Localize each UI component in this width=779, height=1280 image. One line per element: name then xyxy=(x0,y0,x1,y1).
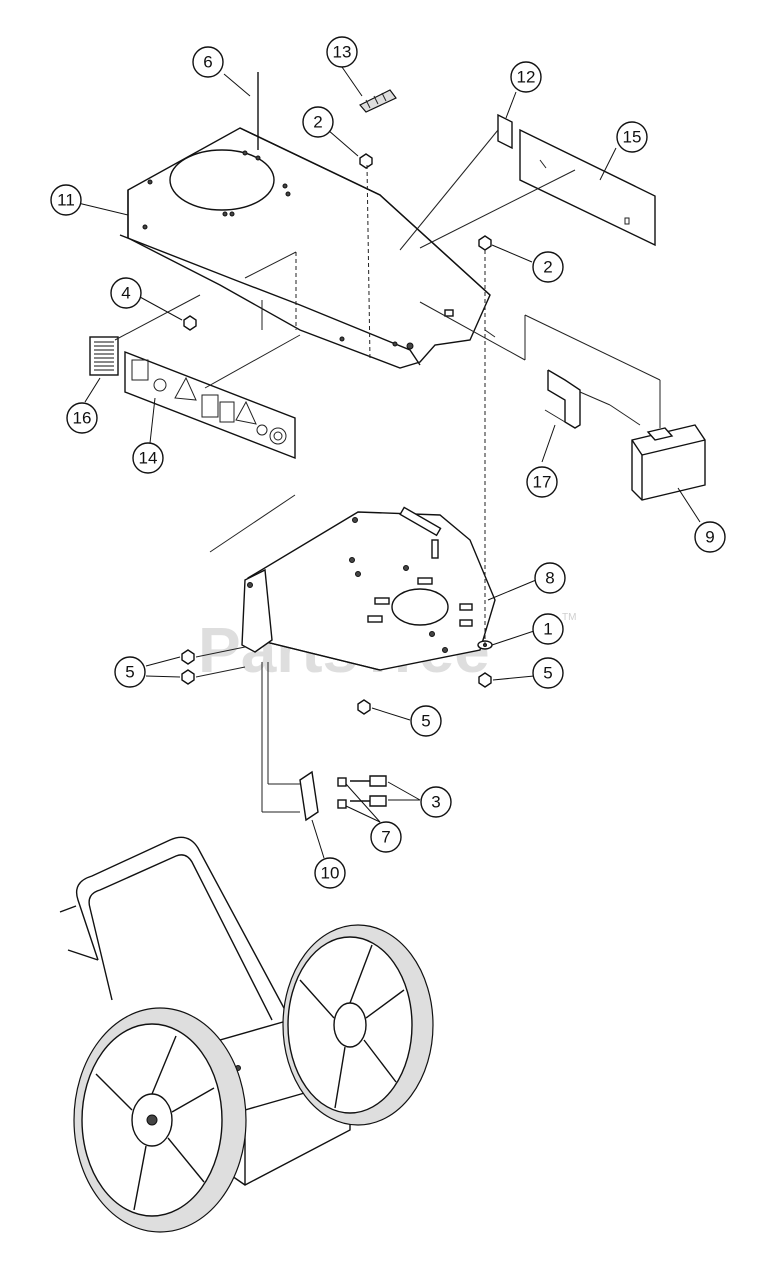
part-12-plate xyxy=(497,113,513,150)
callout-10: 10 xyxy=(314,857,346,889)
callout-1: 1 xyxy=(532,613,564,645)
part-2-nut-upper xyxy=(359,153,373,169)
part-9-box xyxy=(631,424,706,501)
callout-16: 16 xyxy=(66,402,98,434)
callout-4: 4 xyxy=(110,277,142,309)
part-5-nut-center xyxy=(357,699,371,715)
callout-3-label: 3 xyxy=(431,793,440,812)
callout-14-label: 14 xyxy=(139,449,158,468)
callout-16-label: 16 xyxy=(73,409,92,428)
callout-5-right-label: 5 xyxy=(543,664,552,683)
callout-15: 15 xyxy=(616,121,648,153)
callout-5-left-label: 5 xyxy=(125,663,134,682)
callout-5-left: 5 xyxy=(114,656,146,688)
part-4-screw xyxy=(183,315,197,331)
part-15-strip xyxy=(519,128,656,247)
part-13-clip xyxy=(359,89,397,113)
part-8-mount-plate xyxy=(241,506,496,671)
callout-7: 7 xyxy=(370,821,402,853)
part-3-bolts xyxy=(350,775,387,807)
callout-2-right: 2 xyxy=(532,251,564,283)
callout-14: 14 xyxy=(132,442,164,474)
callout-12-label: 12 xyxy=(517,68,536,87)
callout-17-label: 17 xyxy=(533,473,552,492)
cart-assembly xyxy=(59,836,434,1233)
callout-2-upper-label: 2 xyxy=(313,113,322,132)
part-14-warning-decal xyxy=(124,350,296,460)
callout-6: 6 xyxy=(192,46,224,78)
callout-5-right: 5 xyxy=(532,657,564,689)
callout-6-label: 6 xyxy=(203,53,212,72)
callout-2-upper: 2 xyxy=(302,106,334,138)
callout-9: 9 xyxy=(694,521,726,553)
part-5-nuts-left xyxy=(181,649,195,685)
callout-13: 13 xyxy=(326,36,358,68)
callout-2-right-label: 2 xyxy=(543,258,552,277)
part-2-nut-right xyxy=(478,235,492,251)
callout-10-label: 10 xyxy=(321,864,340,883)
callout-15-label: 15 xyxy=(623,128,642,147)
part-17-bracket xyxy=(544,369,581,429)
callout-5-center: 5 xyxy=(410,705,442,737)
callout-1-label: 1 xyxy=(543,620,552,639)
part-16-label xyxy=(89,336,119,376)
assembly-guide-lines xyxy=(114,129,661,813)
callout-17: 17 xyxy=(526,466,558,498)
callout-4-label: 4 xyxy=(121,284,130,303)
callout-5-center-label: 5 xyxy=(421,712,430,731)
callout-11-label: 11 xyxy=(57,191,75,210)
callout-9-label: 9 xyxy=(705,528,714,547)
part-5-nut-right xyxy=(478,672,492,688)
callout-7-label: 7 xyxy=(381,828,390,847)
callout-leaders xyxy=(77,66,701,859)
callout-3: 3 xyxy=(420,786,452,818)
callout-8: 8 xyxy=(534,562,566,594)
watermark-trademark: TM xyxy=(562,612,576,623)
part-7-spacers xyxy=(337,777,347,809)
callout-13-label: 13 xyxy=(333,43,352,62)
engine-deck-housing xyxy=(119,127,496,369)
part-10-bracket-plate xyxy=(299,770,319,822)
callout-8-label: 8 xyxy=(545,569,554,588)
callout-11: 11 xyxy=(50,184,82,216)
callout-12: 12 xyxy=(510,61,542,93)
